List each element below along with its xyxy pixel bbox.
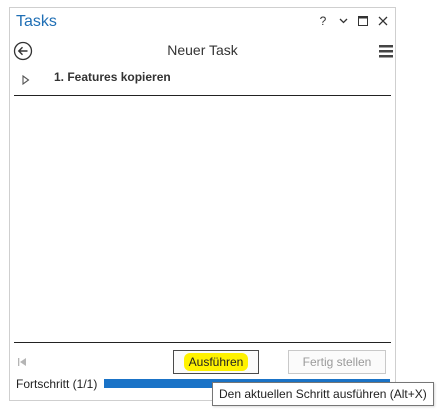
divider [14,95,391,96]
menu-button[interactable] [378,43,394,59]
pane-controls: ? [317,14,389,28]
close-icon [378,16,388,26]
skip-to-start-icon [18,358,26,366]
triangle-right-icon [22,74,30,86]
maximize-icon [358,16,368,26]
chevron-down-icon [339,18,347,24]
close-button[interactable] [377,14,389,28]
run-button[interactable]: Ausführen [173,350,259,374]
finish-button[interactable]: Fertig stellen [288,350,386,374]
step-row[interactable]: 1. Features kopieren [10,68,395,90]
hamburger-menu-icon [379,45,393,58]
divider [14,342,391,343]
run-button-label: Ausführen [183,353,249,371]
pane-title: Tasks [16,13,57,30]
tasks-pane: Tasks ? [9,7,396,401]
task-header: Neuer Task [10,38,395,66]
first-step-button[interactable] [16,355,30,369]
back-arrow-circle-icon [13,41,33,61]
progress-label: Fortschritt (1/1) [16,377,98,391]
options-dropdown-button[interactable] [337,14,349,28]
tooltip: Den aktuellen Schritt ausführen (Alt+X) [212,382,434,406]
step-label: 1. Features kopieren [54,70,171,84]
step-expander[interactable] [22,72,32,86]
task-name: Neuer Task [167,42,238,58]
pane-title-bar: Tasks ? [10,8,395,38]
maximize-button[interactable] [357,14,369,28]
help-button[interactable]: ? [319,14,327,28]
back-button[interactable] [13,41,33,61]
